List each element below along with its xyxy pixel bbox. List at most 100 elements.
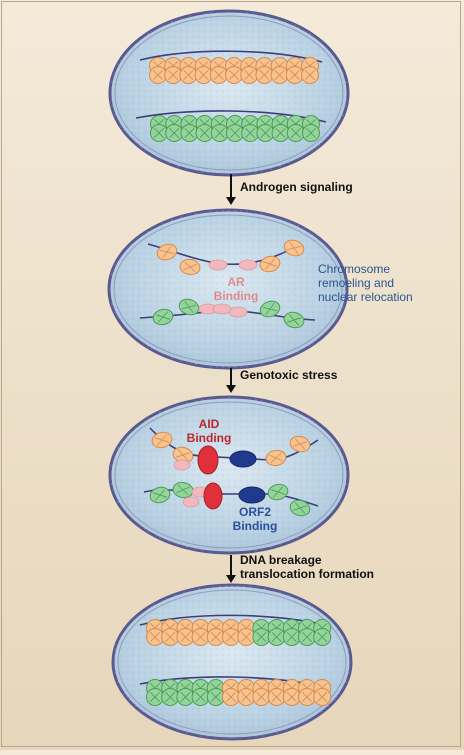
nucleosome <box>178 298 200 316</box>
nucleosome <box>259 255 281 273</box>
nucleosome <box>149 486 171 504</box>
nucleosome <box>151 431 173 449</box>
translocated-chromosome-1 <box>139 614 332 646</box>
chromosome-remodeling-label-line1: Chromosome <box>318 262 390 276</box>
nucleosome <box>194 66 213 84</box>
step-arrow-1 <box>226 174 236 205</box>
nucleosome <box>179 258 201 276</box>
nucleosome <box>191 628 210 646</box>
orange-chromosome-1 <box>139 50 323 84</box>
ar-protein <box>173 459 191 471</box>
translocated-chromosome-2 <box>139 676 332 706</box>
nucleosome <box>206 628 225 646</box>
nucleosome <box>267 483 289 501</box>
nucleus-2 <box>107 208 349 370</box>
ar-protein <box>208 259 228 271</box>
orf2-protein <box>229 450 257 468</box>
orf2-protein <box>238 486 266 504</box>
nucleosome <box>286 124 305 142</box>
nucleosome <box>283 311 305 329</box>
nucleosome <box>271 124 290 142</box>
ar-binding-label-line2: Binding <box>214 289 259 303</box>
nucleosome <box>222 628 240 646</box>
nucleosome <box>172 481 194 499</box>
nucleosome <box>301 66 319 84</box>
bound-chromosomes <box>143 427 319 517</box>
ar-protein <box>238 259 258 271</box>
nucleosome <box>313 688 332 706</box>
nucleosome <box>282 628 301 646</box>
nucleosome <box>180 124 199 142</box>
step-arrow-3 <box>226 555 236 583</box>
nucleus-3 <box>108 395 350 555</box>
aid-protein <box>197 445 219 475</box>
nucleosome <box>241 124 260 142</box>
step-arrow-2 <box>226 368 236 393</box>
nucleosome <box>298 688 316 706</box>
step-label-androgen-signaling: Androgen signaling <box>240 180 353 194</box>
nucleosome <box>210 124 229 142</box>
nucleosome <box>176 628 195 646</box>
nucleosome <box>255 66 274 84</box>
nucleosome <box>240 66 259 84</box>
nucleosome <box>270 66 289 84</box>
step-label-genotoxic-stress: Genotoxic stress <box>240 368 338 382</box>
nucleosome <box>283 239 305 257</box>
nucleosome <box>149 66 167 84</box>
nucleosome <box>161 688 180 706</box>
nucleosome <box>285 66 304 84</box>
nucleosome <box>267 628 286 646</box>
nucleosome <box>146 628 164 646</box>
nucleosome <box>265 449 287 467</box>
nucleosome <box>156 243 178 261</box>
nucleosome <box>222 688 240 706</box>
ar-protein <box>212 303 232 315</box>
green-chromosome-1 <box>135 110 327 142</box>
orf2-binding-label-line2: Binding <box>233 519 278 533</box>
nucleosome <box>209 66 228 84</box>
nucleosome <box>289 435 311 453</box>
nucleosome <box>195 124 214 142</box>
nucleosome <box>176 688 195 706</box>
ar-binding-label-line1: AR <box>227 275 245 289</box>
nucleosome <box>289 499 311 517</box>
nucleosome <box>237 628 256 646</box>
nucleosome <box>298 628 316 646</box>
nucleosome <box>252 688 271 706</box>
nucleosome <box>259 300 281 318</box>
nucleosome <box>161 628 180 646</box>
aid-binding-label-line1: AID <box>199 417 220 431</box>
orf2-binding-label-line1: ORF2 <box>239 505 271 519</box>
nucleus-4 <box>111 583 353 741</box>
nucleosome <box>179 66 198 84</box>
nucleus-1 <box>108 9 350 177</box>
chromosome-remodeling-label-line3: nuclear relocation <box>318 290 413 304</box>
step-label-dna-breakage: DNA breakage <box>240 553 322 567</box>
nucleosome <box>191 688 210 706</box>
ar-protein <box>228 306 248 318</box>
nucleosome <box>164 66 183 84</box>
ar-protein <box>182 496 200 508</box>
nucleosome <box>302 124 320 142</box>
nucleosome <box>146 688 164 706</box>
nucleosome <box>152 308 174 326</box>
chromosome-remodeling-label-line2: remoeling and <box>318 276 394 290</box>
dna-strand <box>139 50 323 63</box>
nucleosome <box>313 628 332 646</box>
nucleosome <box>206 688 225 706</box>
nucleosome <box>282 688 301 706</box>
nucleosome <box>256 124 275 142</box>
aid-binding-label-line2: Binding <box>187 431 232 445</box>
nucleosome <box>165 124 184 142</box>
nucleosome <box>226 124 244 142</box>
nucleosome <box>225 66 243 84</box>
aid-protein <box>203 482 223 510</box>
nucleosome <box>267 688 286 706</box>
step-label-translocation-formation: translocation formation <box>240 567 374 581</box>
nucleosome <box>237 688 256 706</box>
remodeled-chromosomes <box>139 239 316 329</box>
nucleosome <box>150 124 168 142</box>
nucleosome <box>252 628 271 646</box>
